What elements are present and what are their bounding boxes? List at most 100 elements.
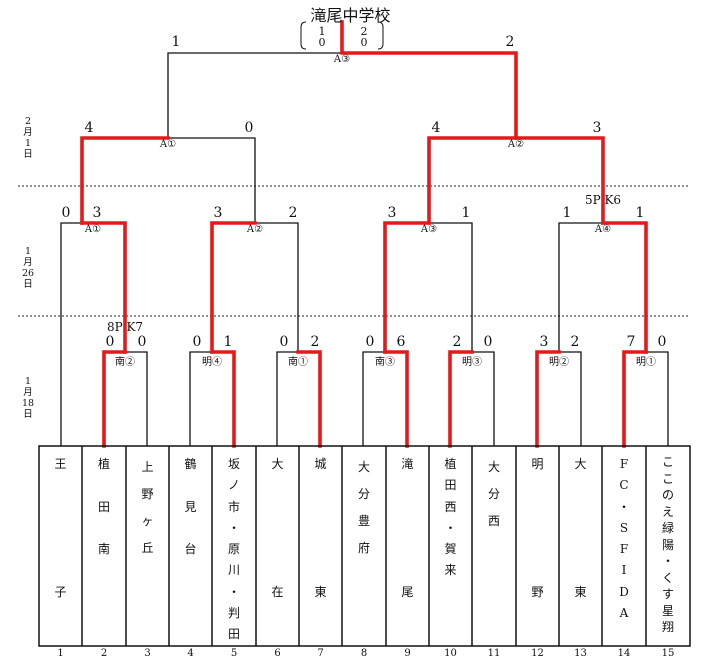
team-3: 上野ヶ丘 <box>126 446 169 646</box>
team-12: 明 野 <box>516 446 559 646</box>
final-score-right-team: 2 <box>505 34 515 50</box>
qf3-score-right: 1 <box>461 205 471 221</box>
team-number: 14 <box>617 648 631 659</box>
match-label-r1-7: 明① <box>636 357 656 368</box>
team-name: 植 田 南 <box>97 457 110 557</box>
team-name: 大分豊府 <box>357 460 370 555</box>
team-10: 植田西・賀来 <box>429 446 472 646</box>
team-5: 坂ノ市・原川・判田 <box>212 446 256 646</box>
team-number: 5 <box>230 648 238 659</box>
team-number: 3 <box>144 648 151 659</box>
r1-1-score-right: 0 <box>137 334 147 350</box>
final-score-right-top: 2 <box>360 25 368 38</box>
team-13: 大 東 <box>559 446 602 646</box>
bracket-black-lines <box>60 22 669 446</box>
final-score-left-team: 1 <box>171 34 181 50</box>
bracket-winner-lines <box>80 20 648 448</box>
team-name: 城 東 <box>314 457 327 599</box>
semi-left-score-left: 4 <box>84 120 94 136</box>
team-name: 王 子 <box>54 457 67 599</box>
team-name: 植田西・賀来 <box>444 457 457 578</box>
match-label-semi-right: A② <box>507 139 525 150</box>
r1-4-score-right: 6 <box>396 334 406 350</box>
team-number: 6 <box>274 648 281 659</box>
match-label-r1-1: 南② <box>115 357 135 368</box>
team-number: 4 <box>187 648 194 659</box>
team-4: 鶴 見 台 <box>169 446 212 646</box>
team-11: 大分西 <box>472 446 516 646</box>
match-label-qf4: A④ <box>594 224 612 235</box>
team-number: 10 <box>444 648 457 659</box>
team-number: 1 <box>57 648 64 659</box>
team-number: 7 <box>317 648 324 659</box>
match-label-qf1: A① <box>84 224 102 235</box>
team-number: 9 <box>404 648 411 659</box>
final-score-left-top: 1 <box>318 25 326 38</box>
match-label-r1-2: 明④ <box>202 357 222 368</box>
qf4-score-right: 1 <box>635 205 645 221</box>
team-number: 13 <box>574 648 587 659</box>
r1-5-score-left: 2 <box>452 334 462 350</box>
team-9: 滝 尾 <box>386 446 429 646</box>
semi-right-score-right: 3 <box>592 120 602 136</box>
team-number: 11 <box>487 648 501 659</box>
team-7: 城 東 <box>299 446 342 646</box>
match-label-r1-6: 明② <box>549 357 569 368</box>
team-name: ここのえ緑陽・くす星翔 <box>661 455 674 634</box>
qf4-score-left: 1 <box>562 205 572 221</box>
scoreboard-brackets <box>300 21 384 50</box>
r1-2-score-left: 0 <box>192 334 202 350</box>
r1-6-score-left: 3 <box>539 334 549 350</box>
final-score-right: 2 0 <box>356 26 372 48</box>
team-number: 12 <box>531 648 544 659</box>
r1-5-score-right: 0 <box>483 334 493 350</box>
match-label-r1-3: 南① <box>288 357 308 368</box>
team-2: 植 田 南 <box>82 446 126 646</box>
qf1-score-right: 3 <box>92 205 102 221</box>
team-name: 大 在 <box>271 457 284 599</box>
team-boxes <box>38 445 691 647</box>
final-score-right-bottom: 0 <box>360 36 368 49</box>
team-number: 2 <box>100 648 108 659</box>
team-name: 鶴 見 台 <box>184 457 197 557</box>
match-label-semi-left: A① <box>159 139 177 150</box>
qf2-score-left: 3 <box>213 205 223 221</box>
r1-3-score-right: 2 <box>310 334 320 350</box>
r1-6-score-right: 2 <box>570 334 580 350</box>
match-label-qf2: A② <box>246 224 264 235</box>
qf4-pk: 5P K6 <box>584 193 622 207</box>
team-15: ここのえ緑陽・くす星翔 <box>646 446 690 646</box>
r1-4-score-left: 0 <box>365 334 375 350</box>
r1-1-pk: 8P K7 <box>106 320 144 334</box>
team-name: 坂ノ市・原川・判田 <box>227 457 240 642</box>
match-label-final: A③ <box>333 54 351 65</box>
team-8: 大分豊府 <box>342 446 386 646</box>
final-score-left: 1 0 <box>314 26 330 48</box>
team-6: 大 在 <box>256 446 299 646</box>
match-label-r1-4: 南③ <box>375 357 395 368</box>
team-name: 滝 尾 <box>401 457 414 599</box>
team-name: 上野ヶ丘 <box>141 460 154 555</box>
r1-2-score-right: 1 <box>223 334 233 350</box>
qf1-score-left: 0 <box>61 205 71 221</box>
qf2-score-right: 2 <box>288 205 298 221</box>
r1-7-score-right: 0 <box>657 334 667 350</box>
r1-1-score-left: 0 <box>105 334 115 350</box>
r1-7-score-left: 7 <box>626 334 636 350</box>
r1-3-score-left: 0 <box>279 334 289 350</box>
match-label-qf3: A③ <box>420 224 438 235</box>
team-number: 8 <box>360 648 368 659</box>
semi-left-score-right: 0 <box>244 120 254 136</box>
team-number: 15 <box>661 648 675 659</box>
team-1: 王 子 <box>39 446 82 646</box>
semi-right-score-left: 4 <box>431 120 441 136</box>
team-name: 大分西 <box>487 460 500 528</box>
qf3-score-left: 3 <box>387 205 397 221</box>
team-name: 明 野 <box>531 457 544 599</box>
